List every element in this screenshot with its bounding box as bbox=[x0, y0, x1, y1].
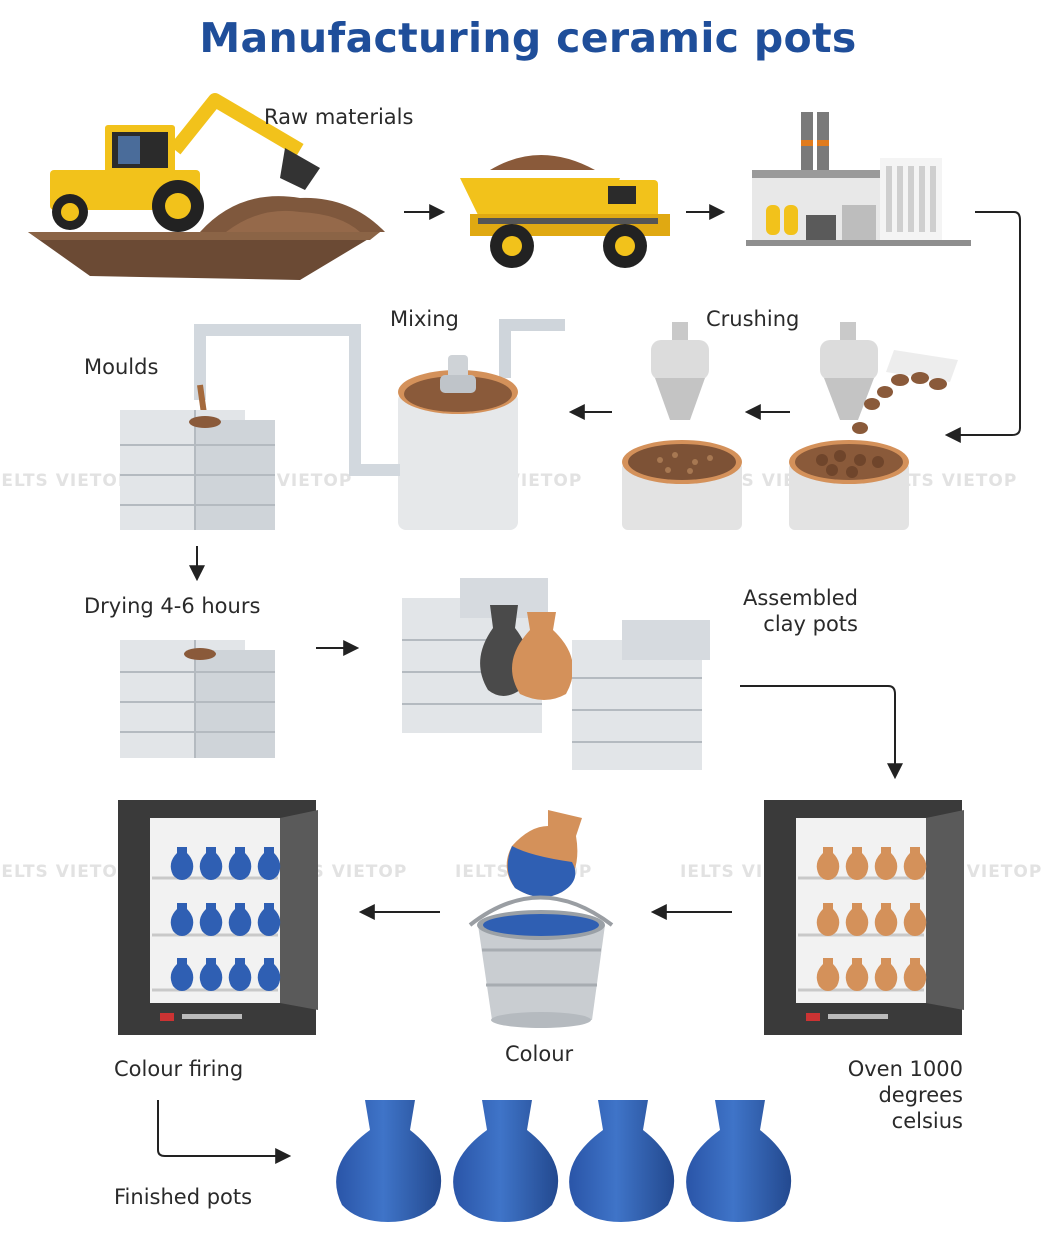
arrow-icon bbox=[157, 1100, 292, 1164]
watermark: IELTS VIETOP bbox=[0, 862, 132, 882]
finished-pot-icon bbox=[453, 1100, 559, 1222]
mould-icon bbox=[120, 410, 275, 530]
assembled-clay-pots-label: Assembled clay pots bbox=[700, 585, 858, 637]
oven-label-line2: degrees bbox=[878, 1083, 963, 1107]
crushing-label: Crushing bbox=[706, 307, 800, 331]
assembled-label-line1: Assembled bbox=[742, 586, 858, 610]
finished-pot-icon bbox=[569, 1100, 675, 1222]
crusher-icon bbox=[622, 322, 742, 530]
page-title: Manufacturing ceramic pots bbox=[199, 14, 857, 62]
open-mould-icon bbox=[402, 578, 710, 770]
mixing-label: Mixing bbox=[390, 307, 459, 331]
colour-label: Colour bbox=[505, 1042, 574, 1066]
pipe bbox=[194, 324, 400, 476]
assembled-label-line2: clay pots bbox=[763, 612, 858, 636]
kiln-oven-icon bbox=[764, 800, 964, 1035]
oven-label-line3: celsius bbox=[891, 1109, 963, 1133]
paint-bucket-icon bbox=[468, 810, 614, 1028]
oven-label-line1: Oven 1000 bbox=[847, 1057, 963, 1081]
mould-icon bbox=[120, 640, 275, 758]
moulds-label: Moulds bbox=[84, 355, 159, 379]
excavator-icon bbox=[28, 93, 385, 280]
colour-firing-label: Colour firing bbox=[114, 1057, 244, 1081]
drying-label: Drying 4-6 hours bbox=[84, 594, 261, 618]
mixer-icon bbox=[398, 319, 565, 530]
finished-pot-icon bbox=[686, 1100, 792, 1222]
arrow-icon bbox=[740, 685, 903, 780]
colour-firing-oven-icon bbox=[118, 800, 318, 1035]
finished-pot-icon bbox=[336, 1100, 442, 1222]
finished-pots-label: Finished pots bbox=[114, 1185, 253, 1209]
dump-truck-icon bbox=[460, 155, 670, 268]
crusher-icon bbox=[789, 322, 958, 530]
factory-icon bbox=[746, 112, 971, 246]
arrow-icon bbox=[944, 211, 1021, 443]
watermark: IELTS VIETOP bbox=[0, 471, 132, 491]
raw-materials-label: Raw materials bbox=[264, 105, 414, 129]
watermark: IELTS VIETOP bbox=[880, 471, 1018, 491]
oven-label: Oven 1000 degrees celsius bbox=[800, 1056, 963, 1134]
flow-arrows bbox=[157, 204, 1021, 1164]
